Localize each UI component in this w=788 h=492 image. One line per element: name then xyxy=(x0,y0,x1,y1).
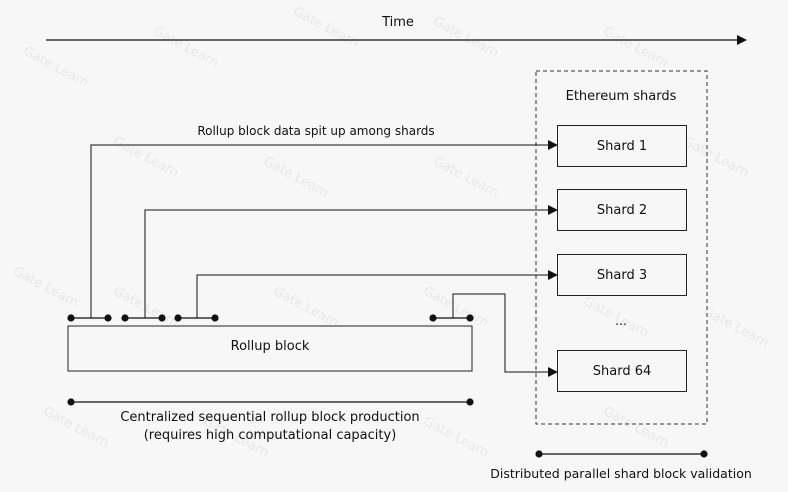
connector-shard-3 xyxy=(196,270,558,318)
span-dot xyxy=(466,398,474,406)
shard-box-2: Shard 2 xyxy=(557,189,687,231)
time-label: Time xyxy=(382,15,414,30)
span-dot xyxy=(67,398,75,406)
connector-shard-1 xyxy=(90,140,558,318)
span-dot xyxy=(700,450,708,458)
shard-ellipsis: ... xyxy=(615,313,627,328)
segment-dot xyxy=(158,314,166,322)
shard-label: Shard 2 xyxy=(596,202,648,218)
segment-dot xyxy=(466,314,474,322)
segment-dot xyxy=(211,314,219,322)
distributed-label: Distributed parallel shard block validat… xyxy=(490,466,752,481)
connector-shard-2 xyxy=(144,205,558,318)
shard-box-64: Shard 64 xyxy=(557,350,687,392)
ethereum-shards-label: Ethereum shards xyxy=(565,89,677,104)
segment-dot xyxy=(67,314,75,322)
span-dot xyxy=(535,450,543,458)
segment-dot xyxy=(104,314,112,322)
shard-label: Shard 3 xyxy=(596,267,648,283)
rollup-block-label: Rollup block xyxy=(230,339,310,354)
shard-box-3: Shard 3 xyxy=(557,254,687,296)
centralized-label-line2: (requires high computational capacity) xyxy=(143,428,397,443)
centralized-label-line1: Centralized sequential rollup block prod… xyxy=(120,410,420,425)
connector-shard-64 xyxy=(452,293,558,377)
shard-label: Shard 1 xyxy=(596,138,648,154)
shard-label: Shard 64 xyxy=(592,363,652,379)
rollup-data-label: Rollup block data spit up among shards xyxy=(197,124,435,138)
shard-box-1: Shard 1 xyxy=(557,125,687,167)
segment-dot xyxy=(429,314,437,322)
segment-dot xyxy=(121,314,129,322)
ethereum-shards-container xyxy=(535,70,708,425)
rollup-block xyxy=(67,325,473,372)
segment-dot xyxy=(174,314,182,322)
